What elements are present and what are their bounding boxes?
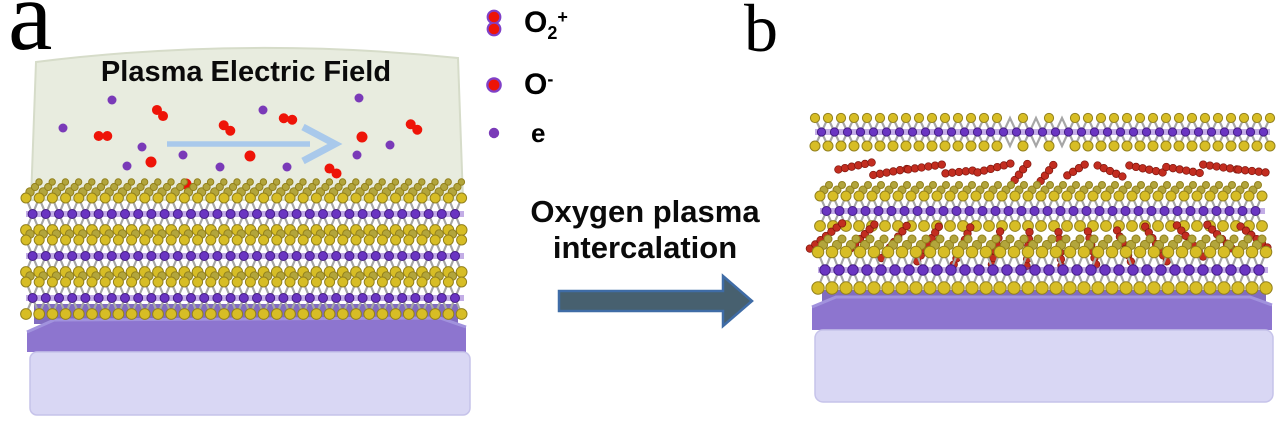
panel-b-label: b [744, 0, 778, 66]
panel-a-illustration [20, 46, 471, 416]
panel-b-illustration [805, 112, 1276, 403]
o2plus-ion-icon [486, 9, 502, 37]
plasma-title: Plasma Electric Field [100, 56, 392, 88]
electron-icon [488, 127, 500, 139]
legend-item-o2plus: O2+ [481, 6, 568, 44]
transition-caption: Oxygen plasma intercalation [530, 194, 760, 265]
legend-label-electron: e [531, 118, 546, 148]
ominus-ion-icon [486, 77, 502, 93]
legend-label-ominus: O- [524, 68, 554, 101]
legend-label-o2plus: O2+ [524, 6, 568, 43]
legend-item-ominus: O- [481, 70, 553, 100]
right-block-arrow-icon [557, 273, 754, 329]
legend-item-electron: e [481, 120, 545, 146]
panel-a-label: a [8, 0, 53, 71]
